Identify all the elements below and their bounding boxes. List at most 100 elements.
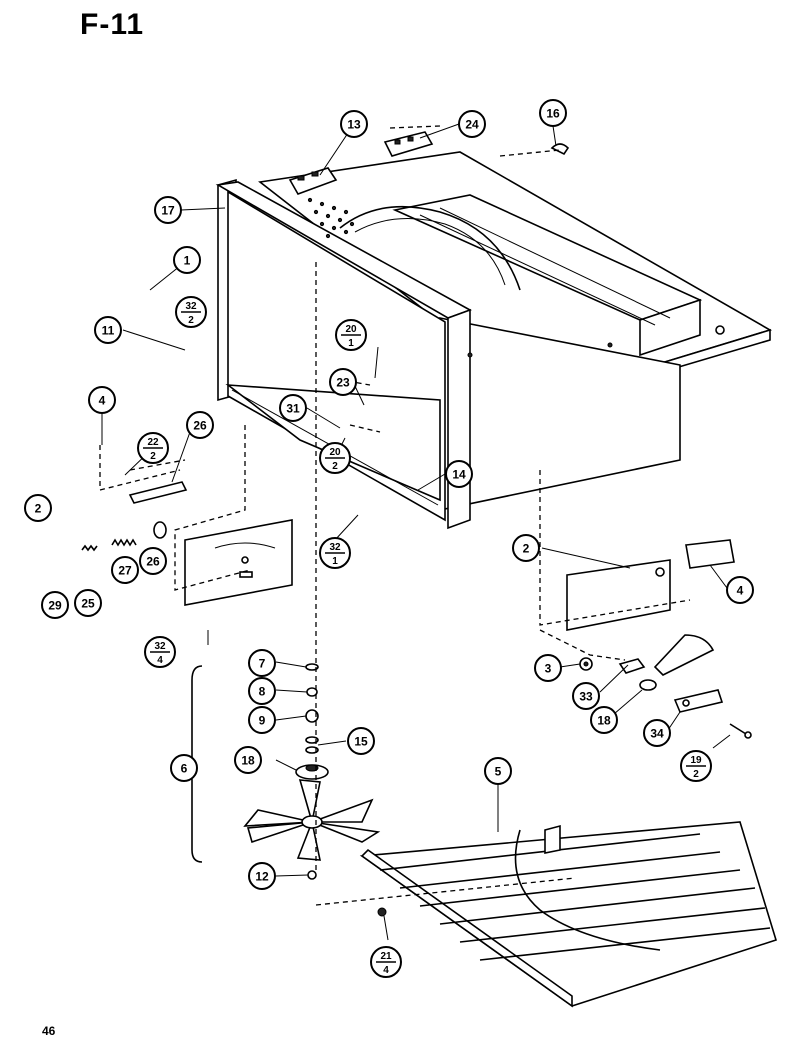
callout-circle	[347, 727, 375, 755]
callout-2a: 2	[24, 494, 52, 522]
callout-label: 26	[146, 555, 160, 569]
callout-label: 12	[255, 870, 269, 884]
figure-title: F-11	[80, 8, 145, 41]
callout-23: 23	[329, 368, 357, 396]
callout-label: 8	[259, 685, 266, 699]
callout-label: 25	[81, 597, 95, 611]
callout-circle	[111, 556, 139, 584]
part-27-spring	[111, 538, 137, 547]
callout-18b: 18	[234, 746, 262, 774]
callout-label: 34	[650, 727, 664, 741]
part-24-terminal-block	[383, 131, 434, 157]
callout-bottom: 4	[383, 965, 389, 976]
callout-bottom: 2	[188, 315, 194, 326]
callout-27: 27	[111, 556, 139, 584]
callout-24: 24	[458, 110, 486, 138]
callout-2b: 2	[512, 534, 540, 562]
callout-bottom: 2	[332, 461, 338, 472]
callout-circle	[279, 394, 307, 422]
callout-circle	[24, 494, 52, 522]
callout-bottom: 1	[332, 556, 338, 567]
callout-top: 20	[329, 447, 341, 458]
callout-circle	[726, 576, 754, 604]
callout-circle	[154, 196, 182, 224]
callout-label: 18	[241, 754, 255, 768]
callout-circle	[234, 746, 262, 774]
part-21-screw	[377, 907, 387, 917]
part-26b-knob	[153, 521, 167, 539]
page-number: 46	[42, 1024, 56, 1038]
callout-circle	[248, 862, 276, 890]
callout-16: 16	[539, 99, 567, 127]
callout-label: 18	[597, 714, 611, 728]
callout-4b: 4	[726, 576, 754, 604]
callout-21-4: 214	[370, 946, 402, 978]
callout-label: 6	[181, 762, 188, 776]
callout-19-2: 192	[680, 750, 712, 782]
callout-17: 17	[154, 196, 182, 224]
part-2-bracket-right	[566, 559, 671, 631]
callout-top: 20	[345, 324, 357, 335]
callout-circle	[534, 654, 562, 682]
callout-circle	[458, 110, 486, 138]
callout-12: 12	[248, 862, 276, 890]
callout-label: 14	[452, 468, 466, 482]
callout-label: 4	[737, 584, 744, 598]
door-switch-bracket-left	[184, 519, 293, 606]
callout-7: 7	[248, 649, 276, 677]
callout-circle	[643, 719, 671, 747]
part-34-switch	[673, 689, 724, 713]
callout-14: 14	[445, 460, 473, 488]
motor-stack	[295, 663, 329, 780]
part-13-switch-block	[288, 167, 338, 195]
part-3-grommet	[579, 657, 593, 671]
callout-26b: 26	[139, 547, 167, 575]
callout-top: 22	[147, 437, 159, 448]
callout-5: 5	[484, 757, 512, 785]
callout-label: 24	[465, 118, 479, 132]
part-4-plate-right	[685, 539, 735, 569]
callout-circle	[88, 386, 116, 414]
callout-circle	[94, 316, 122, 344]
callout-circle	[139, 547, 167, 575]
part-18-lever	[639, 679, 657, 691]
cabinet-housing	[215, 151, 773, 530]
callout-top: 19	[690, 755, 702, 766]
callout-bottom: 4	[157, 655, 163, 666]
callout-circle	[445, 460, 473, 488]
callout-9: 9	[248, 706, 276, 734]
callout-32-1: 321	[319, 537, 351, 569]
callout-6: 6	[170, 754, 198, 782]
callout-label: 16	[546, 107, 560, 121]
callout-label: 13	[347, 118, 361, 132]
callout-31: 31	[279, 394, 307, 422]
callout-circle	[512, 534, 540, 562]
callout-label: 2	[523, 542, 530, 556]
callout-20-1: 201	[335, 319, 367, 351]
callout-circle	[170, 754, 198, 782]
callout-circle	[41, 591, 69, 619]
callout-circle	[590, 706, 618, 734]
callout-label: 4	[99, 394, 106, 408]
callout-bottom: 2	[693, 769, 699, 780]
callout-20-2: 202	[319, 442, 351, 474]
callout-label: 2	[35, 502, 42, 516]
callout-label: 23	[336, 376, 350, 390]
callout-circle	[248, 706, 276, 734]
callout-circle	[484, 757, 512, 785]
callout-4a: 4	[88, 386, 116, 414]
part-26-lever	[128, 481, 188, 504]
callout-label: 15	[354, 735, 368, 749]
callout-26a: 26	[186, 411, 214, 439]
callout-circle	[74, 589, 102, 617]
part-16-clip	[550, 143, 570, 156]
part-19-screw	[729, 723, 752, 739]
callout-label: 1	[184, 254, 191, 268]
callout-top: 32	[154, 641, 166, 652]
callout-13: 13	[340, 110, 368, 138]
callout-label: 29	[48, 599, 62, 613]
callout-top: 32	[185, 301, 197, 312]
